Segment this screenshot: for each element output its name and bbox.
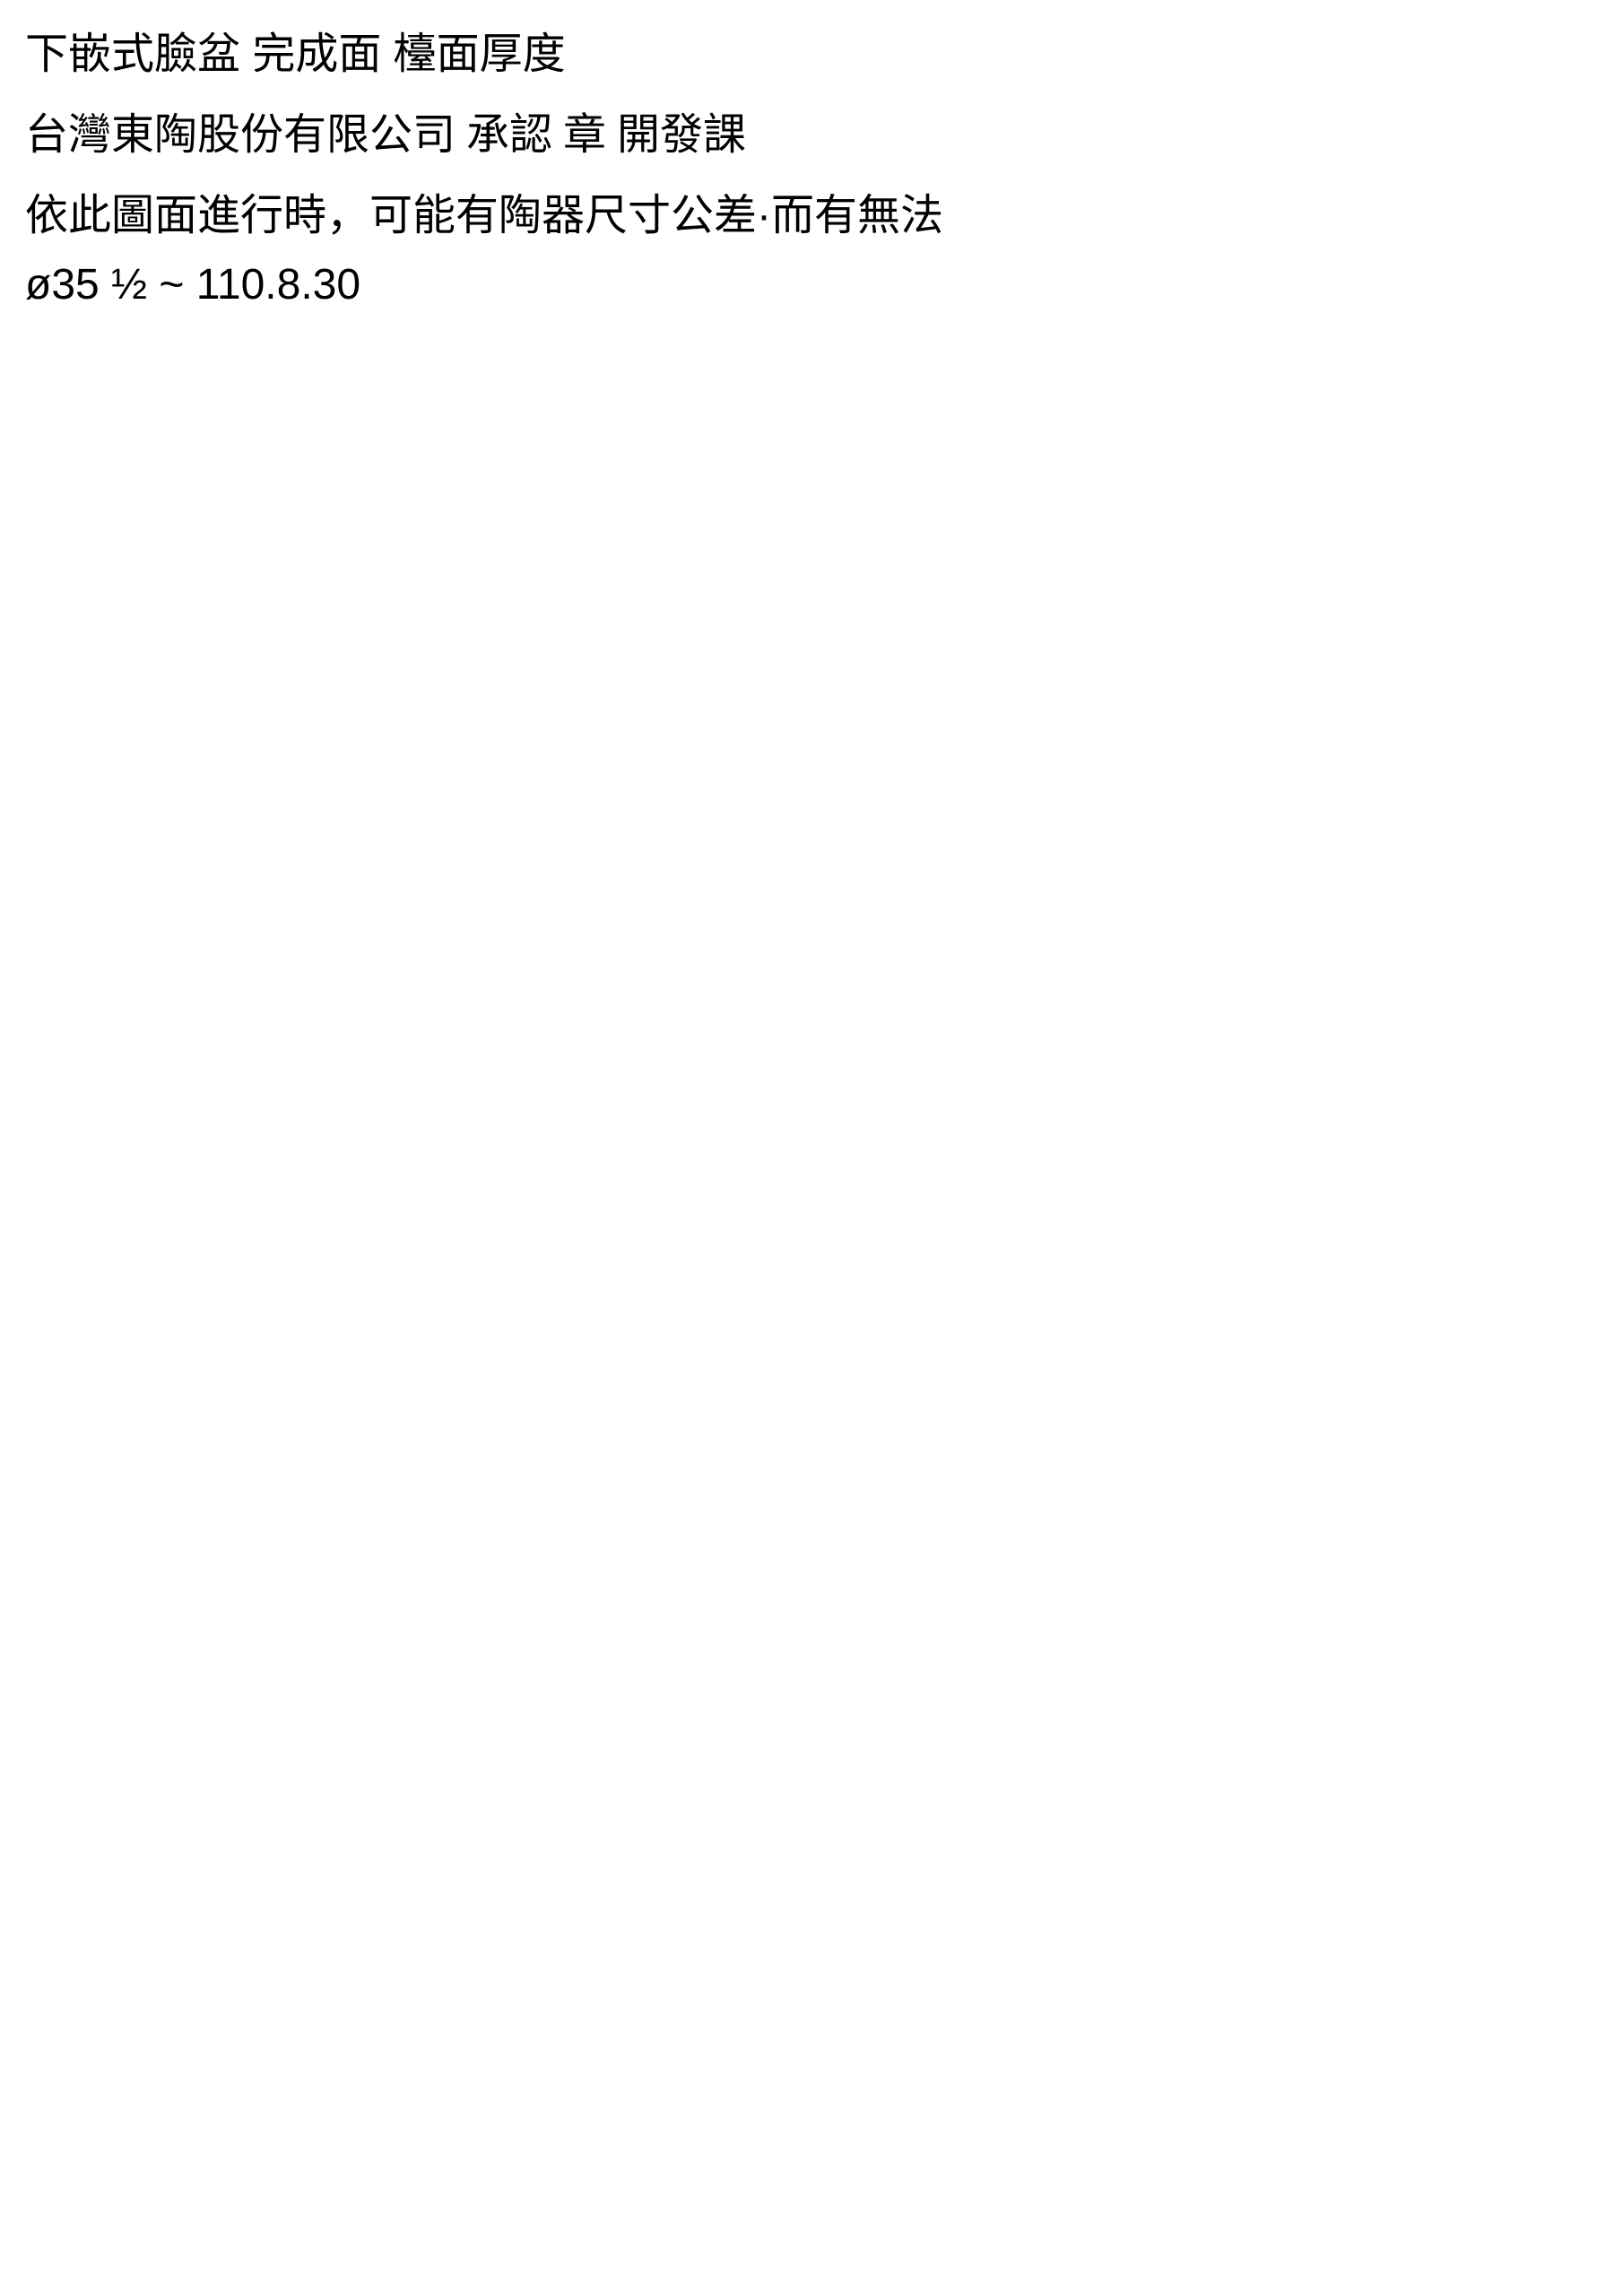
test1: 下嵌式臉盆 完成面 檯面厚度 (25, 30, 566, 78)
test3: 依此圖面進行時，可能有陶器尺寸公差·而有無法 (25, 192, 943, 239)
test4: ø35 ½ ~ 110.8.30 (25, 261, 361, 309)
test2: 台灣東陶股份有限公司 承認 章 開發課 (25, 111, 747, 159)
